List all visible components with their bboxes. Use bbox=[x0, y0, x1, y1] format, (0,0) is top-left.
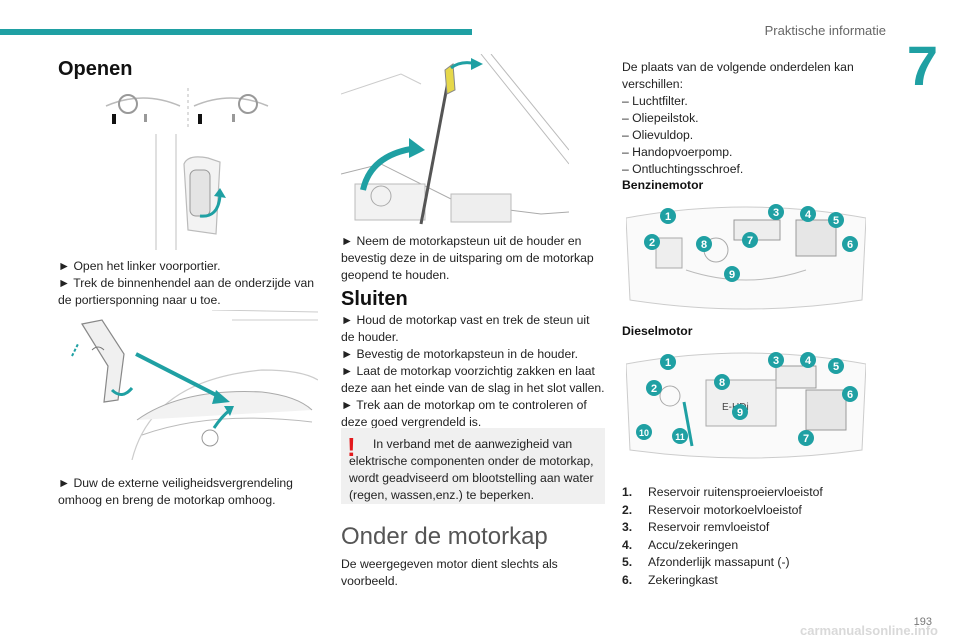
section-title: Praktische informatie bbox=[764, 23, 886, 38]
component-item: – Ontluchtingsschroef. bbox=[622, 162, 744, 176]
figure-door-lever bbox=[148, 134, 248, 250]
svg-text:7: 7 bbox=[747, 235, 753, 247]
step-hood-stay: ► Neem de motorkapsteun uit de houder en… bbox=[341, 234, 594, 282]
svg-text:4: 4 bbox=[805, 355, 812, 367]
svg-text:1: 1 bbox=[665, 211, 671, 223]
svg-text:3: 3 bbox=[773, 207, 779, 219]
legend-row: 4. Accu/zekeringen bbox=[622, 537, 872, 555]
svg-text:3: 3 bbox=[773, 355, 779, 367]
step-pull-lever: ► Trek de binnenhendel aan de onderzijde… bbox=[58, 276, 314, 307]
sluiten-step-3: ► Laat de motorkap voorzichtig zakken en… bbox=[341, 364, 605, 395]
component-item: – Oliepeilstok. bbox=[622, 111, 699, 125]
legend-text: Accu/zekeringen bbox=[648, 537, 739, 552]
legend-number: 2. bbox=[622, 502, 633, 517]
svg-text:1: 1 bbox=[665, 357, 671, 369]
svg-text:7: 7 bbox=[803, 433, 809, 445]
legend-row: 2. Reservoir motorkoelvloeistof bbox=[622, 502, 872, 520]
diesel-marker-9: 9 bbox=[732, 404, 748, 420]
component-item: – Luchtfilter. bbox=[622, 94, 688, 108]
petrol-marker-2: 2 bbox=[644, 234, 660, 250]
legend-number: 1. bbox=[622, 485, 633, 499]
diesel-marker-1: 1 bbox=[660, 354, 676, 370]
diesel-marker-4: 4 bbox=[800, 352, 816, 368]
diesel-marker-8: 8 bbox=[714, 374, 730, 390]
svg-text:6: 6 bbox=[847, 389, 853, 401]
label-benzinemotor: Benzinemotor bbox=[622, 178, 704, 192]
legend-number: 6. bbox=[622, 572, 633, 587]
petrol-marker-1: 1 bbox=[660, 208, 676, 224]
svg-text:6: 6 bbox=[847, 239, 853, 251]
legend-row: 3. Reservoir remvloeistof bbox=[622, 519, 872, 537]
figure-hood-safety-catch bbox=[62, 310, 318, 460]
legend-number: 5. bbox=[622, 555, 633, 570]
svg-text:9: 9 bbox=[737, 407, 743, 419]
svg-text:5: 5 bbox=[833, 215, 839, 227]
sluiten-step-2: ► Bevestig de motorkapsteun in de houder… bbox=[341, 347, 579, 361]
heading-sluiten: Sluiten bbox=[341, 288, 408, 310]
warning-note: ! In verband met de aanwezigheid van ele… bbox=[341, 428, 605, 504]
heading-onder-de-motorkap: Onder de motorkap bbox=[341, 523, 548, 550]
warning-exclamation-icon: ! bbox=[347, 432, 356, 462]
component-item: – Handopvoerpomp. bbox=[622, 145, 733, 159]
legend-text: Reservoir ruitensproeiervloeistof bbox=[648, 485, 823, 499]
petrol-marker-6: 6 bbox=[842, 236, 858, 252]
component-list: – Luchtfilter. – Oliepeilstok. – Olievul… bbox=[622, 93, 872, 178]
legend-text: Reservoir remvloeistof bbox=[648, 520, 770, 535]
diesel-marker-3: 3 bbox=[768, 352, 784, 368]
diesel-marker-10: 10 bbox=[636, 424, 652, 440]
step-push-catch: ► Duw de externe veiligheidsvergrendelin… bbox=[58, 476, 293, 507]
warning-note-text: In verband met de aanwezigheid van elekt… bbox=[349, 437, 594, 502]
legend-list: 1. Reservoir ruitensproeiervloeistof 2. Re… bbox=[622, 484, 872, 590]
svg-text:5: 5 bbox=[833, 361, 839, 373]
diesel-marker-6: 6 bbox=[842, 386, 858, 402]
diesel-marker-5: 5 bbox=[828, 358, 844, 374]
svg-text:8: 8 bbox=[701, 239, 707, 251]
diesel-marker-2: 2 bbox=[646, 380, 662, 396]
diesel-marker-11: 11 bbox=[672, 428, 688, 444]
petrol-marker-9: 9 bbox=[724, 266, 740, 282]
svg-text:10: 10 bbox=[639, 428, 649, 438]
intro-text: De plaats van de volgende onderdelen kan… bbox=[622, 60, 854, 91]
petrol-marker-5: 5 bbox=[828, 212, 844, 228]
sluiten-step-4: ► Trek aan de motorkap om te controleren… bbox=[341, 398, 587, 429]
legend-row: 1. Reservoir ruitensproeiervloeistof bbox=[622, 484, 872, 502]
petrol-marker-8: 8 bbox=[696, 236, 712, 252]
sluiten-steps: ► Houd de motorkap vast en trek de steun… bbox=[341, 312, 605, 431]
petrol-marker-4: 4 bbox=[800, 206, 816, 222]
col1-para1: ► Open het linker voorportier. ► Trek de… bbox=[58, 258, 320, 309]
legend-row: 5. Afzonderlijk massapunt (-) bbox=[622, 554, 872, 572]
petrol-marker-3: 3 bbox=[768, 204, 784, 220]
onder-intro: De weergegeven motor dient slechts als v… bbox=[341, 557, 558, 588]
legend-number: 3. bbox=[622, 520, 633, 535]
label-dieselmotor: Dieselmotor bbox=[622, 324, 693, 338]
heading-openen: Openen bbox=[58, 58, 133, 80]
figure-hood-stay bbox=[341, 54, 569, 228]
svg-text:2: 2 bbox=[649, 237, 655, 249]
sluiten-step-1: ► Houd de motorkap vast en trek de steun… bbox=[341, 313, 590, 344]
header-accent-bar bbox=[0, 29, 472, 35]
chapter-number: 7 bbox=[906, 34, 938, 97]
figure-steering-wheels bbox=[98, 86, 274, 130]
legend-number: 4. bbox=[622, 537, 633, 552]
component-item: – Olievuldop. bbox=[622, 128, 694, 142]
svg-text:2: 2 bbox=[651, 383, 657, 395]
svg-text:9: 9 bbox=[729, 269, 735, 281]
petrol-marker-7: 7 bbox=[742, 232, 758, 248]
legend-text: Reservoir motorkoelvloeistof bbox=[648, 502, 802, 517]
page-number: 193 bbox=[913, 616, 932, 628]
step-open-door: ► Open het linker voorportier. bbox=[58, 259, 221, 273]
svg-text:4: 4 bbox=[805, 209, 812, 221]
legend-text: Afzonderlijk massapunt (-) bbox=[648, 555, 790, 570]
svg-text:11: 11 bbox=[675, 432, 685, 442]
diesel-marker-7: 7 bbox=[798, 430, 814, 446]
legend-text: Zekeringkast bbox=[648, 572, 718, 587]
svg-text:8: 8 bbox=[719, 377, 725, 389]
legend-row: 6. Zekeringkast bbox=[622, 572, 872, 590]
watermark-text: carmanualsonline.info bbox=[800, 623, 938, 638]
